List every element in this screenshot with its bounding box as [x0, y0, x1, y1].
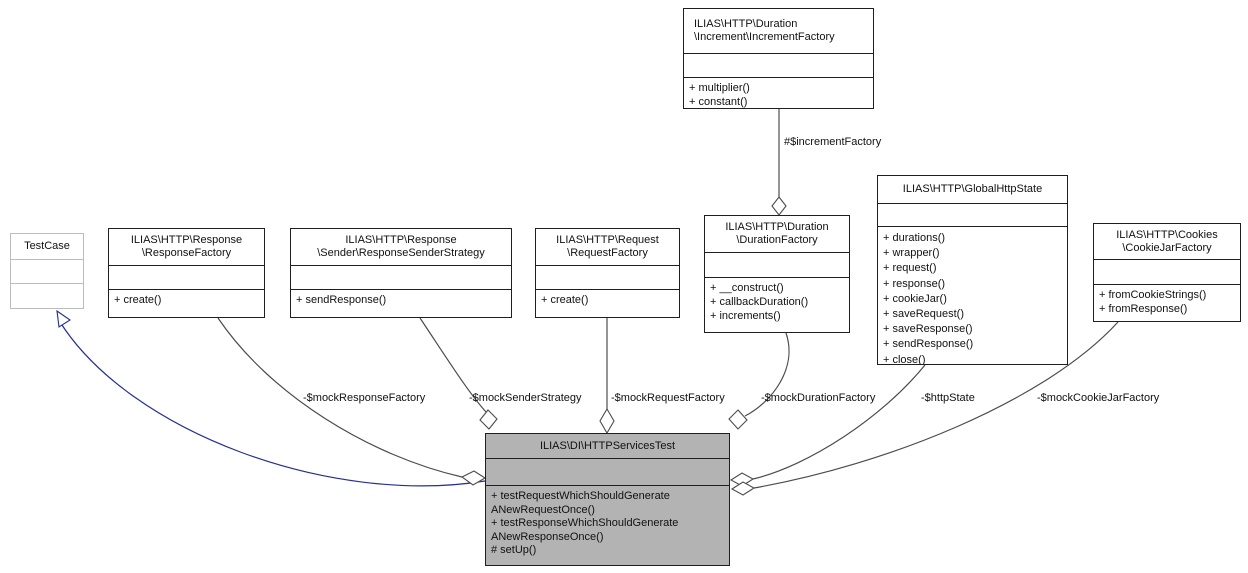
edge-mock-duration-factory [744, 332, 790, 417]
class-title: ILIAS\HTTP\Duration \DurationFactory [705, 216, 849, 252]
class-node-increment-factory[interactable]: ILIAS\HTTP\Duration \Increment\Increment… [683, 8, 874, 109]
class-title-line: ILIAS\HTTP\Response [345, 234, 457, 246]
method-label: + create() [114, 294, 162, 306]
method-label: + callbackDuration() [710, 296, 809, 308]
inheritance-arrow [56, 309, 71, 328]
class-title: ILIAS\HTTP\Duration \Increment\Increment… [684, 9, 873, 53]
class-title: ILIAS\HTTP\Response \Sender\ResponseSend… [291, 229, 511, 265]
edge-http-state [752, 364, 926, 480]
class-title: ILIAS\HTTP\Response \ResponseFactory [109, 229, 264, 265]
class-methods: + sendResponse() [291, 289, 511, 317]
class-attributes [705, 252, 849, 277]
method-label: + __construct() [710, 282, 784, 294]
method-label: + saveRequest() [883, 308, 965, 321]
method-label: + saveResponse() [883, 323, 973, 336]
class-title-line: ILIAS\HTTP\GlobalHttpState [902, 183, 1043, 195]
method-label: + create() [541, 294, 589, 306]
class-node-sender-strategy[interactable]: ILIAS\HTTP\Response \Sender\ResponseSend… [290, 228, 512, 318]
edge-label-mock-duration-factory: -$mockDurationFactory [761, 392, 876, 404]
class-attributes [536, 265, 679, 289]
method-label: ANewResponseOnce() [491, 530, 604, 543]
class-title: ILIAS\HTTP\GlobalHttpState [878, 176, 1067, 203]
class-attributes [878, 203, 1067, 226]
edge-mock-response-factory [217, 317, 463, 478]
class-methods: + create() [536, 289, 679, 317]
edge-mock-sender-strategy [419, 317, 487, 413]
method-label: ANewRequestOnce() [491, 503, 595, 516]
class-methods [11, 283, 83, 308]
class-title: TestCase [11, 234, 83, 259]
class-node-http-services-test[interactable]: ILIAS\DI\HTTPServicesTest + testRequestW… [485, 433, 730, 566]
edge-label-mock-sender-strategy: -$mockSenderStrategy [469, 392, 582, 404]
class-node-response-factory[interactable]: ILIAS\HTTP\Response \ResponseFactory + c… [108, 228, 265, 318]
class-title-line: \CookieJarFactory [1122, 241, 1212, 254]
method-label: + sendResponse() [296, 294, 387, 306]
edge-label-http-state: -$httpState [921, 392, 975, 404]
aggregation-diamond-request-factory [599, 407, 615, 435]
method-label: + wrapper() [883, 247, 940, 260]
class-node-testcase[interactable]: TestCase [10, 233, 84, 309]
class-title-line: ILIAS\HTTP\Request [556, 234, 659, 246]
method-label: + testResponseWhichShouldGenerate [491, 517, 679, 530]
method-label: # setUp() [491, 544, 537, 557]
class-title-line: ILIAS\HTTP\Response [130, 234, 243, 246]
class-title: ILIAS\DI\HTTPServicesTest [486, 434, 729, 458]
class-methods: + create() [109, 289, 264, 317]
aggregation-diamond-increment-factory [771, 196, 787, 216]
class-node-global-http-state[interactable]: ILIAS\HTTP\GlobalHttpState + durations()… [877, 175, 1068, 365]
method-label: + fromCookieStrings() [1099, 289, 1207, 301]
class-attributes [291, 265, 511, 289]
class-title-line: \Increment\IncrementFactory [694, 31, 835, 43]
class-attributes [11, 259, 83, 283]
class-title-line: \RequestFactory [567, 247, 648, 259]
method-label: + increments() [710, 310, 781, 322]
class-attributes [486, 458, 729, 485]
class-title: ILIAS\HTTP\Request \RequestFactory [536, 229, 679, 265]
class-attributes [684, 53, 873, 77]
class-attributes [109, 265, 264, 289]
class-title-line: \ResponseFactory [141, 247, 232, 259]
class-node-request-factory[interactable]: ILIAS\HTTP\Request \RequestFactory + cre… [535, 228, 680, 318]
method-label: + testRequestWhichShouldGenerate [491, 490, 670, 502]
edge-label-mock-response-factory: -$mockResponseFactory [303, 392, 426, 404]
aggregation-diamond-duration-factory [728, 409, 748, 430]
class-title-line: ILIAS\DI\HTTPServicesTest [539, 439, 676, 452]
class-node-cookie-jar-factory[interactable]: ILIAS\HTTP\Cookies \CookieJarFactory + f… [1093, 223, 1241, 322]
method-label: + response() [883, 277, 946, 290]
aggregation-diamond-sender-strategy [479, 409, 498, 430]
class-title-line: TestCase [24, 240, 70, 252]
method-label: + sendResponse() [883, 338, 974, 351]
method-label: + close() [883, 353, 926, 364]
edge-label-increment-factory: #$incrementFactory [784, 136, 882, 148]
class-methods: + __construct() + callbackDuration() + i… [705, 277, 849, 332]
aggregation-diamond-http-state [729, 472, 755, 487]
class-node-duration-factory[interactable]: ILIAS\HTTP\Duration \DurationFactory + _… [704, 215, 850, 333]
class-attributes [1094, 259, 1240, 284]
method-label: + constant() [689, 96, 748, 108]
method-label: + cookieJar() [883, 292, 947, 305]
class-methods: + fromCookieStrings() + fromResponse() [1094, 284, 1240, 321]
class-methods: + testRequestWhichShouldGenerate ANewReq… [486, 485, 729, 565]
class-title-line: ILIAS\HTTP\Duration [725, 221, 829, 233]
class-methods: + multiplier() + constant() [684, 77, 873, 108]
method-label: + request() [883, 262, 937, 275]
edge-mock-cookie-jar-factory [753, 321, 1119, 489]
edge-label-mock-request-factory: -$mockRequestFactory [611, 392, 725, 404]
aggregation-diamond-response-factory [460, 470, 487, 486]
edge-inheritance-testcase [59, 321, 486, 487]
method-label: + multiplier() [689, 82, 750, 94]
class-title-line: ILIAS\HTTP\Cookies [1116, 228, 1218, 241]
class-methods: + durations() + wrapper() + request() + … [878, 226, 1067, 364]
aggregation-diamond-cookie-jar-factory [730, 481, 756, 496]
class-title-line: \DurationFactory [736, 234, 818, 246]
class-title: ILIAS\HTTP\Cookies \CookieJarFactory [1094, 224, 1240, 259]
edge-label-mock-cookie-jar-factory: -$mockCookieJarFactory [1037, 392, 1160, 404]
method-label: + durations() [883, 232, 946, 244]
class-title-line: ILIAS\HTTP\Duration [694, 18, 798, 30]
class-title-line: \Sender\ResponseSenderStrategy [317, 247, 485, 259]
method-label: + fromResponse() [1099, 303, 1188, 315]
